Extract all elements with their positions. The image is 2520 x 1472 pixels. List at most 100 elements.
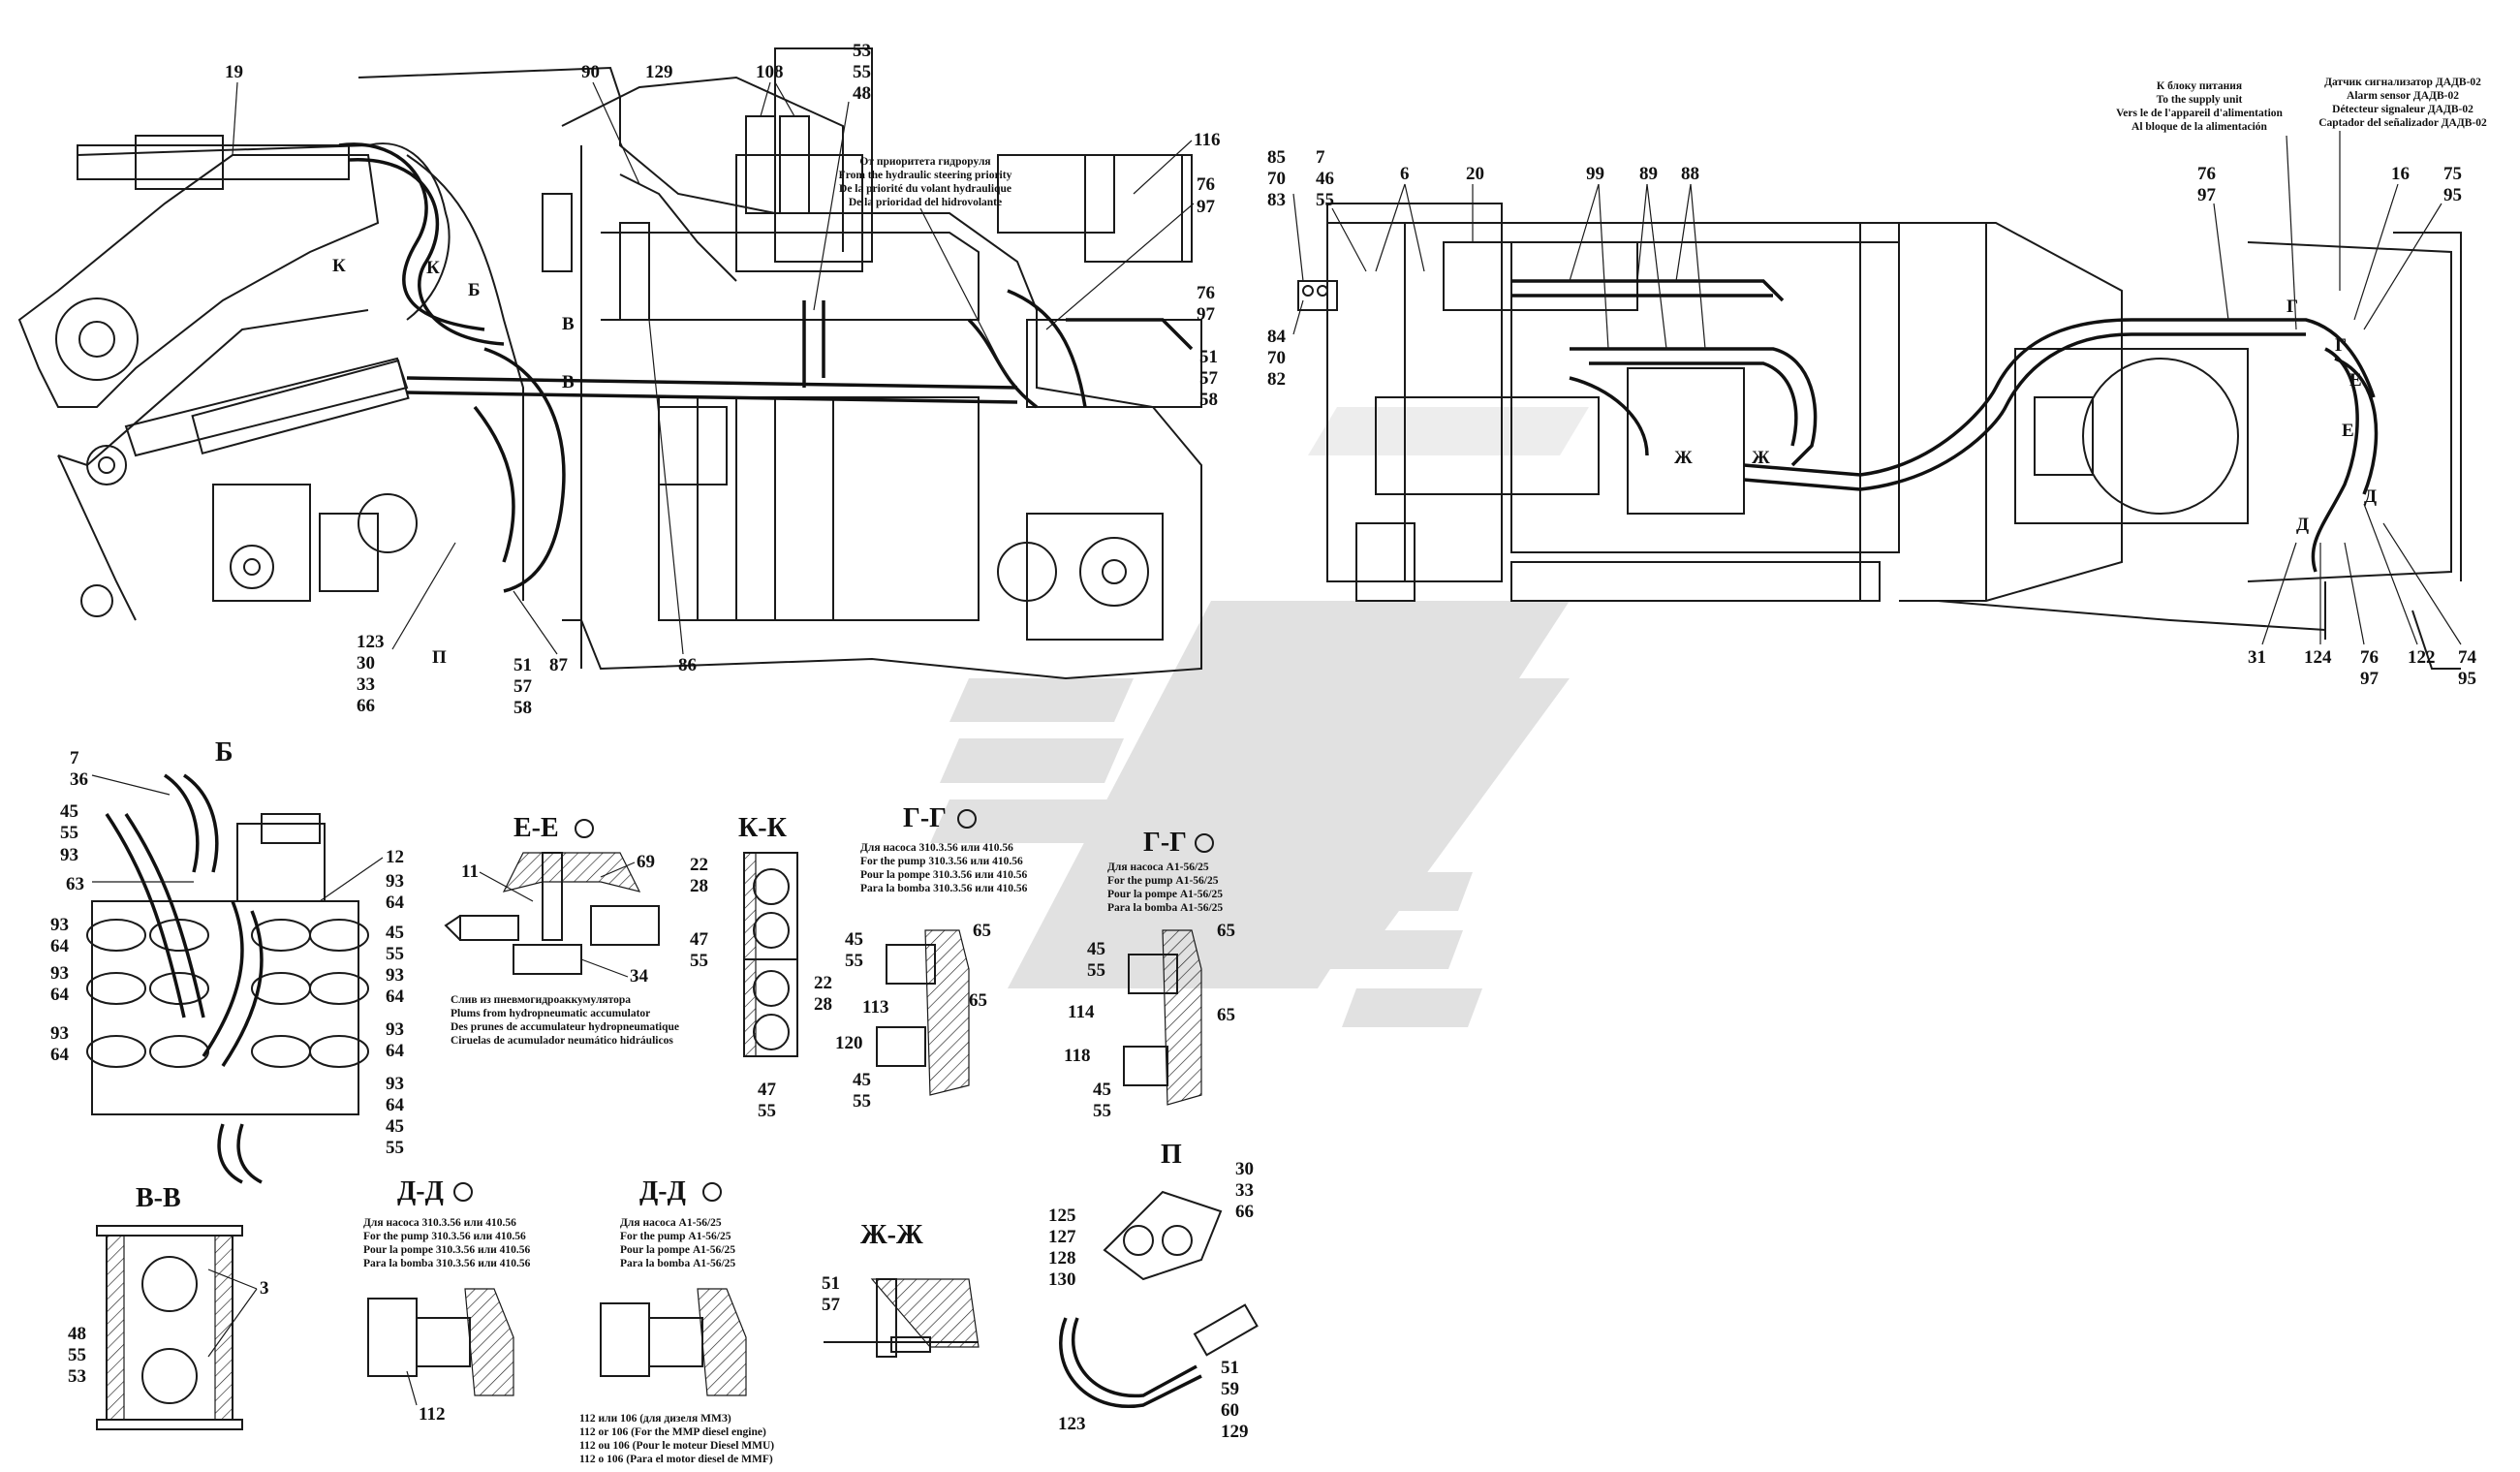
callout-122: 122: [2408, 647, 2436, 668]
note-pumpA1-3: Pour la pompe А1-56/25: [1107, 889, 1223, 900]
section-mark-k1: К: [332, 256, 346, 276]
callout-85: 85: [1267, 147, 1286, 168]
section-title-e-e: Е-Е: [513, 813, 559, 843]
note-hydro-priority-2: From the hydraulic steering priority: [839, 170, 1012, 181]
b-callout-63: 63: [66, 874, 84, 894]
callout-76d: 76: [2360, 647, 2379, 668]
detail-d-d-2: Д-Д Для насоса А1-56/25 For the pump А1-…: [579, 1176, 774, 1465]
callout-86: 86: [678, 655, 697, 675]
note-alarm-3: Détecteur signaleur ДАДВ-02: [2332, 104, 2473, 115]
b-callout-93f: 93: [386, 1019, 404, 1040]
detail-v-v: В-В 3 48 55 53: [68, 1183, 269, 1430]
callout-55: 55: [853, 62, 871, 82]
section-mark-k2: К: [426, 258, 440, 278]
callout-33: 33: [357, 674, 375, 695]
callout-76b: 76: [1197, 283, 1215, 303]
note-alarm-2: Alarm sensor ДАДВ-02: [2347, 90, 2459, 102]
v-callout-55: 55: [68, 1345, 86, 1365]
k-callout-28b: 28: [814, 994, 832, 1015]
p-callout-129: 129: [1221, 1422, 1249, 1442]
section-mark-p: П: [432, 647, 447, 668]
detail-b: Б 7 36 45 55 93 63 12 93 64 93 64 93 64 …: [50, 737, 405, 1184]
h-callout-45b: 45: [1093, 1080, 1111, 1100]
note-pumpA1-2: For the pump А1-56/25: [1107, 875, 1219, 887]
k-callout-55: 55: [690, 951, 708, 971]
g-callout-113: 113: [862, 997, 888, 1018]
section-title-g-g-2: Г-Г: [1143, 828, 1187, 858]
p-callout-33: 33: [1235, 1180, 1254, 1201]
b-callout-64d: 64: [50, 1045, 70, 1065]
note-engine-3: 112 ou 106 (Pour le moteur Diesel MMU): [579, 1440, 774, 1452]
note-pumpA1-4: Para la bomba А1-56/25: [1107, 902, 1223, 914]
section-title-zh-zh: Ж-Ж: [860, 1220, 923, 1250]
p-callout-66: 66: [1235, 1202, 1254, 1222]
d-callout-112: 112: [419, 1404, 445, 1425]
g-callout-55: 55: [845, 951, 863, 971]
callout-16: 16: [2391, 164, 2410, 184]
callout-84: 84: [1267, 327, 1287, 347]
v-callout-53: 53: [68, 1366, 86, 1387]
section-mark-d2: Д: [2296, 515, 2309, 535]
h-callout-65c: 65: [1217, 1005, 1235, 1025]
callout-87: 87: [549, 655, 569, 675]
h-callout-118: 118: [1064, 1046, 1090, 1066]
b-callout-64f: 64: [386, 1041, 405, 1061]
callout-55b: 55: [1316, 190, 1334, 210]
b-callout-64b: 64: [50, 936, 70, 956]
note-d2-4: Para la bomba А1-56/25: [620, 1258, 735, 1269]
note-d2-3: Pour la pompe А1-56/25: [620, 1244, 735, 1256]
b-callout-93c: 93: [50, 963, 69, 984]
callout-124: 124: [2304, 647, 2332, 668]
callout-31: 31: [2248, 647, 2266, 668]
note-supply-3: Vers le de l'appareil d'alimentation: [2116, 108, 2283, 119]
k-callout-28: 28: [690, 876, 708, 896]
k-callout-47b: 47: [758, 1080, 777, 1100]
callout-129: 129: [645, 62, 673, 82]
note-supply-1: К блоку питания: [2157, 80, 2242, 92]
v-callout-48: 48: [68, 1324, 86, 1344]
note-supply-2: To the supply unit: [2157, 94, 2243, 106]
note-hydro-priority-1: От приоритета гидроруля: [859, 156, 990, 168]
note-drains-4: Ciruelas de acumulador neumático hidrául…: [451, 1035, 673, 1047]
callout-95b: 95: [2458, 669, 2476, 689]
h-callout-45: 45: [1087, 939, 1105, 959]
note-d1-4: Para la bomba 310.3.56 или 410.56: [363, 1258, 531, 1269]
section-mark-g1: Г: [2287, 297, 2298, 317]
note-pump410-3: Pour la pompe 310.3.56 или 410.56: [860, 869, 1027, 881]
watermark-logo: [930, 407, 1589, 1027]
h-callout-55b: 55: [1093, 1101, 1111, 1121]
callout-20: 20: [1466, 164, 1484, 184]
callout-88: 88: [1681, 164, 1699, 184]
e-callout-11: 11: [461, 861, 479, 882]
b-callout-93a: 93: [386, 871, 404, 892]
note-d1-1: Для насоса 310.3.56 или 410.56: [363, 1217, 516, 1229]
k-callout-55b: 55: [758, 1101, 776, 1121]
detail-d-d-1: Д-Д Для насоса 310.3.56 или 410.56 For t…: [363, 1176, 531, 1425]
callout-123: 123: [357, 632, 385, 652]
section-title-g-g-1: Г-Г: [903, 803, 947, 833]
e-callout-69: 69: [637, 852, 655, 872]
p-callout-127: 127: [1048, 1227, 1076, 1247]
k-callout-22b: 22: [814, 973, 832, 993]
p-callout-130: 130: [1048, 1269, 1076, 1290]
g-callout-55b: 55: [853, 1091, 871, 1112]
note-d1-2: For the pump 310.3.56 или 410.56: [363, 1231, 526, 1242]
note-drains-1: Слив из пневмогидроаккумулятора: [451, 994, 631, 1006]
note-engine-4: 112 o 106 (Para el motor diesel de MMF): [579, 1454, 773, 1465]
detail-e-e: Е-Е 11 69 34 Слив из пневмогидроаккумуля…: [444, 813, 679, 1047]
callout-6: 6: [1400, 164, 1410, 184]
tractor-side-view: [17, 47, 1202, 680]
callout-70: 70: [1267, 169, 1286, 189]
callout-75: 75: [2443, 164, 2462, 184]
note-hydro-priority-4: De la prioridad del hidrovolante: [849, 197, 1002, 208]
callout-19: 19: [225, 62, 243, 82]
b-callout-93b: 93: [50, 915, 69, 935]
b-callout-45: 45: [60, 801, 78, 822]
h-callout-65: 65: [1217, 921, 1235, 941]
h-callout-65b: 65: [969, 990, 987, 1011]
section-title-k-k: К-К: [738, 813, 788, 843]
callout-58b: 58: [513, 698, 532, 718]
note-pump410-2: For the pump 310.3.56 или 410.56: [860, 856, 1023, 867]
detail-g-g-1: Г-Г Для насоса 310.3.56 или 410.56 For t…: [835, 803, 1028, 1112]
